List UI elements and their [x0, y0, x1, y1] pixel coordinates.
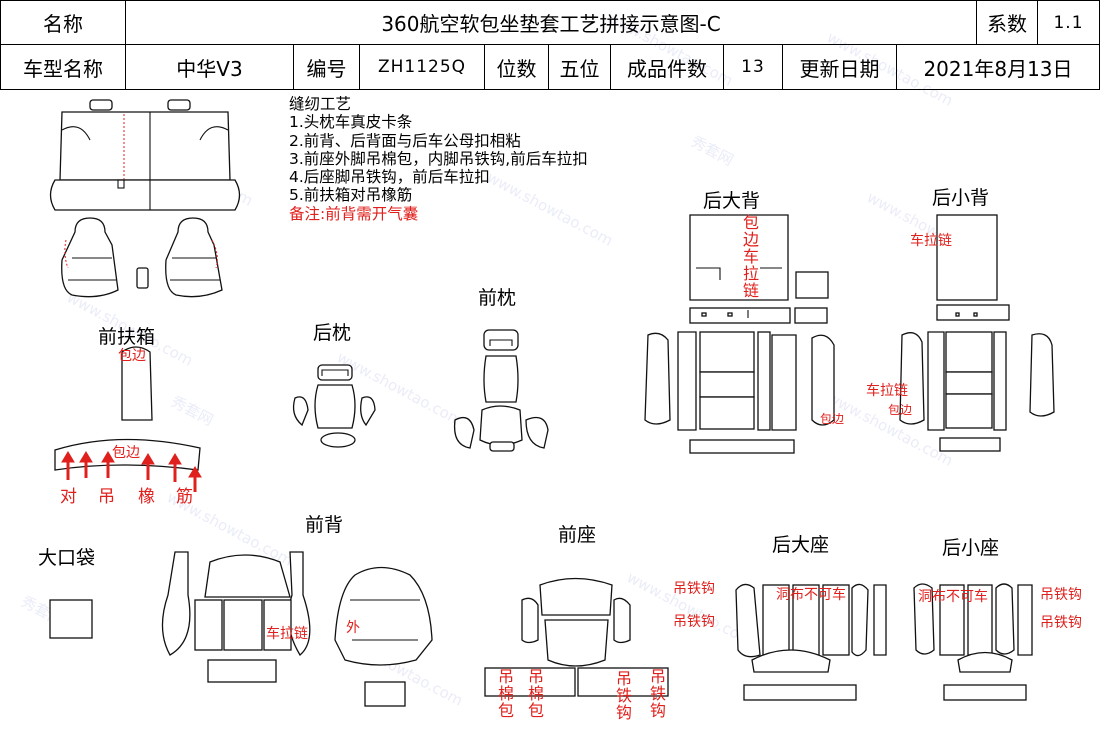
- section-title-big-pocket: 大口袋: [38, 547, 96, 569]
- section-title-rear-big-seat: 后大座: [772, 534, 830, 556]
- annotation-hang-iron-hook: 吊铁钩: [615, 669, 632, 722]
- annotation-rubber: 橡: [138, 487, 155, 507]
- annotation-wrap-edge: 包边: [888, 403, 913, 417]
- annotation-hang-cotton-pack: 吊棉包: [527, 667, 544, 720]
- seats-value: 五位: [548, 44, 611, 90]
- note-item: 3.前座外脚吊棉包，内脚吊铁钩,前后车拉扣: [289, 149, 588, 168]
- front-headrest-pieces: [453, 329, 549, 452]
- notes-heading: 缝纫工艺: [289, 95, 352, 113]
- section-title-rear-big-back: 后大背: [703, 190, 761, 212]
- annotation-hole-no-sew: 洞布不可车: [918, 589, 988, 605]
- armrest-arrows: [61, 451, 202, 492]
- rear-big-back-pieces: [644, 214, 835, 454]
- date-label: 更新日期: [782, 44, 897, 90]
- rear-headrest-pieces: [292, 364, 376, 448]
- code-label: 编号: [293, 44, 360, 90]
- date-value: 2021年8月13日: [896, 44, 1100, 90]
- annotation-car-zipper: 车拉链: [266, 626, 308, 642]
- annotation-opposite: 对: [60, 487, 77, 507]
- section-title-front-back: 前背: [305, 514, 344, 536]
- annotation-hang-iron-hook: 吊铁钩: [649, 667, 666, 720]
- section-title-rear-small-back: 后小背: [932, 187, 990, 209]
- annotation-hang-iron-hook: 吊铁钩: [1040, 587, 1082, 603]
- section-title-front-headrest: 前枕: [478, 287, 517, 309]
- annotation-car-zipper: 车拉链: [910, 233, 952, 249]
- annotation-hang-iron-hook: 吊铁钩: [673, 581, 715, 597]
- annotation-hole-no-sew: 洞布不可车: [776, 587, 846, 603]
- annotation-wrap-edge: 包边: [112, 445, 140, 461]
- annotation-hang-cotton-pack: 吊棉包: [497, 667, 514, 720]
- note-item: 1.头枕车真皮卡条: [289, 113, 413, 132]
- annotation-outer: 外: [346, 620, 360, 636]
- rear-small-back-pieces: [899, 214, 1055, 452]
- rear-big-seat-pieces: [735, 583, 887, 701]
- big-pocket-piece: [49, 599, 93, 639]
- note-item: 2.前背、后背面与后车公母扣相粘: [289, 131, 521, 150]
- annotation-hang-iron-hook: 吊铁钩: [673, 614, 715, 630]
- annotation-hang-iron-hook: 吊铁钩: [1040, 615, 1082, 631]
- annotation-wrap-edge: 包边: [820, 412, 845, 426]
- annotation-wrap-edge-zipper: 包边车拉链: [742, 213, 759, 300]
- front-back-pieces: [161, 551, 433, 707]
- sewing-notes: 缝纫工艺 1.头枕车真皮卡条 2.前背、后背面与后车公母扣相粘 3.前座外脚吊棉…: [289, 95, 588, 223]
- notes-remark: 备注:前背需开气囊: [289, 204, 419, 223]
- note-item: 5.前扶箱对吊橡筋: [289, 186, 413, 205]
- coef-label: 系数: [976, 0, 1038, 45]
- section-title-rear-small-seat: 后小座: [942, 537, 1000, 559]
- rear-small-seat-pieces: [913, 583, 1033, 701]
- front-seat-pieces: [484, 577, 669, 697]
- annotation-wrap-edge: 包边: [118, 348, 146, 364]
- annotation-car-zipper: 车拉链: [866, 383, 908, 399]
- rear-bench-overview: [49, 99, 241, 211]
- section-title-rear-headrest: 后枕: [313, 322, 352, 344]
- front-seats-overview: [61, 217, 223, 298]
- note-item: 4.后座脚吊铁钩，前后车拉扣: [289, 168, 490, 187]
- section-title-front-armrest: 前扶箱: [98, 326, 156, 348]
- annotation-hang: 吊: [98, 487, 115, 507]
- section-title-front-seat: 前座: [558, 524, 597, 546]
- annotation-band: 筋: [176, 487, 193, 507]
- model-value: 中华V3: [125, 44, 294, 90]
